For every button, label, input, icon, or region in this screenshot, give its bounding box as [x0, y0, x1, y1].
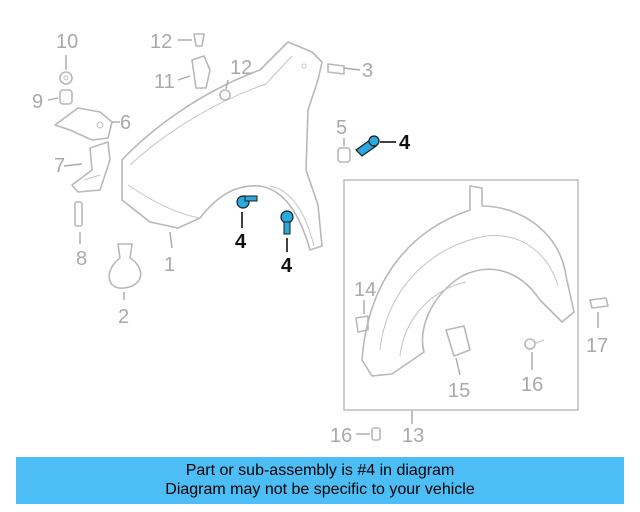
- clip-part-17: [589, 297, 609, 309]
- callout-4-middle: 4: [235, 231, 247, 253]
- liner-assembly-box-13: [343, 179, 579, 411]
- callout-13: 13: [402, 425, 424, 447]
- callout-1: 1: [164, 254, 175, 276]
- fender-part-1: [121, 41, 323, 251]
- bolt-part-4-upper: [355, 135, 380, 157]
- bolt-part-4-lower: [280, 210, 294, 235]
- callout-14: 14: [354, 279, 376, 301]
- callout-4-lower: 4: [281, 255, 293, 277]
- bolt-part-3: [327, 63, 345, 75]
- info-banner: Part or sub-assembly is #4 in diagram Di…: [16, 457, 624, 504]
- callout-6: 6: [120, 112, 131, 134]
- banner-line-part-info: Part or sub-assembly is #4 in diagram: [185, 462, 455, 479]
- bolt-part-12-top: [193, 33, 205, 47]
- exploded-parts-diagram: 10 12 3 11 12 9 6 5 4 7 4 4 8 1 2 14 17 …: [32, 31, 609, 447]
- callout-2: 2: [118, 306, 129, 328]
- grommet-part-9: [59, 89, 73, 105]
- stay-part-7: [71, 141, 111, 193]
- callout-12-top: 12: [150, 31, 172, 53]
- bolt-part-8: [74, 201, 83, 227]
- banner-line-disclaimer: Diagram may not be specific to your vehi…: [165, 481, 475, 498]
- callout-5: 5: [336, 117, 347, 139]
- callout-16-bottom: 16: [330, 425, 352, 447]
- boot-part-2: [108, 243, 142, 289]
- callout-15: 15: [448, 380, 470, 402]
- callout-17: 17: [586, 335, 608, 357]
- bracket-part-11: [191, 55, 211, 89]
- callout-labels: 10 12 3 11 12 9 6 5 4 7 4 4 8 1 2 14 17 …: [32, 31, 608, 447]
- screw-part-16-bottom: [371, 427, 381, 441]
- screw-part-16-right: [524, 338, 545, 350]
- callout-4-upper: 4: [399, 132, 411, 154]
- callout-11: 11: [154, 71, 175, 93]
- spacer-part-5: [337, 147, 351, 163]
- callout-3: 3: [362, 60, 373, 82]
- clip-part-10: [59, 71, 73, 85]
- callout-12-lower: 12: [230, 57, 252, 79]
- callout-16-right: 16: [521, 374, 543, 396]
- leader-lines: [47, 39, 599, 435]
- callout-8: 8: [76, 248, 87, 270]
- callout-9: 9: [32, 91, 43, 113]
- bolt-part-12-lower: [219, 89, 231, 101]
- bracket-part-6: [54, 107, 113, 141]
- bolt-part-4-middle: [236, 195, 258, 209]
- callout-10: 10: [56, 31, 78, 53]
- callout-7: 7: [54, 155, 65, 177]
